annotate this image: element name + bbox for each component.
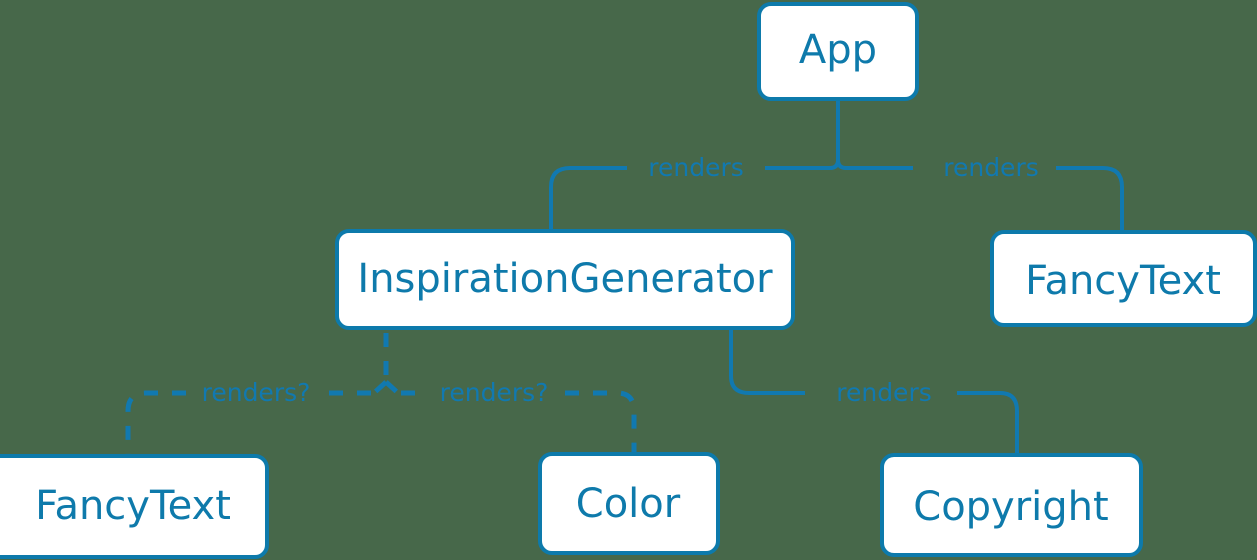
edge-dashed-left-outer xyxy=(125,390,186,454)
edge-ig-dashed-fillet-left xyxy=(372,380,388,395)
edge-ig-to-copyright-right xyxy=(957,391,1019,453)
node-copyright-box[interactable] xyxy=(880,453,1143,557)
edge-label-app-renders-left: renders xyxy=(648,153,744,182)
edge-dashed-right-outer xyxy=(565,390,637,452)
node-fancy-text-right[interactable]: FancyText xyxy=(990,230,1257,327)
node-fancy-text-right-box[interactable] xyxy=(990,230,1257,327)
node-app-box[interactable] xyxy=(757,2,919,101)
node-color[interactable]: Color xyxy=(538,452,720,555)
edge-bus-left-outer xyxy=(549,166,627,229)
node-fancy-text-bottom-box[interactable] xyxy=(0,454,269,559)
node-app[interactable]: App xyxy=(757,2,919,101)
edge-ig-to-copyright-left xyxy=(729,329,805,395)
node-fancy-text-bottom-label: FancyText xyxy=(35,483,231,529)
node-app-label: App xyxy=(799,27,877,73)
edge-label-renders-copyright: renders xyxy=(836,378,932,407)
edge-label-app-renders-right: renders xyxy=(943,153,1039,182)
node-color-label: Color xyxy=(576,481,681,527)
node-copyright[interactable]: Copyright xyxy=(880,453,1143,557)
node-inspiration-generator-box[interactable] xyxy=(335,229,795,330)
edge-app-stub-left xyxy=(829,159,840,170)
node-fancy-text-right-label: FancyText xyxy=(1025,258,1221,304)
edge-bus-right-outer xyxy=(1056,166,1124,230)
node-inspiration-generator-label: InspirationGenerator xyxy=(357,256,773,302)
node-color-box[interactable] xyxy=(538,452,720,555)
node-inspiration-generator[interactable]: InspirationGenerator xyxy=(335,229,795,330)
edge-label-renders-q-right: renders? xyxy=(440,378,549,407)
edge-ig-dashed-fillet-right xyxy=(384,380,400,395)
edge-app-stub-right xyxy=(836,99,847,170)
node-fancy-text-bottom[interactable]: FancyText xyxy=(0,454,269,559)
edge-label-renders-q-left: renders? xyxy=(202,378,311,407)
node-copyright-label: Copyright xyxy=(913,484,1108,530)
